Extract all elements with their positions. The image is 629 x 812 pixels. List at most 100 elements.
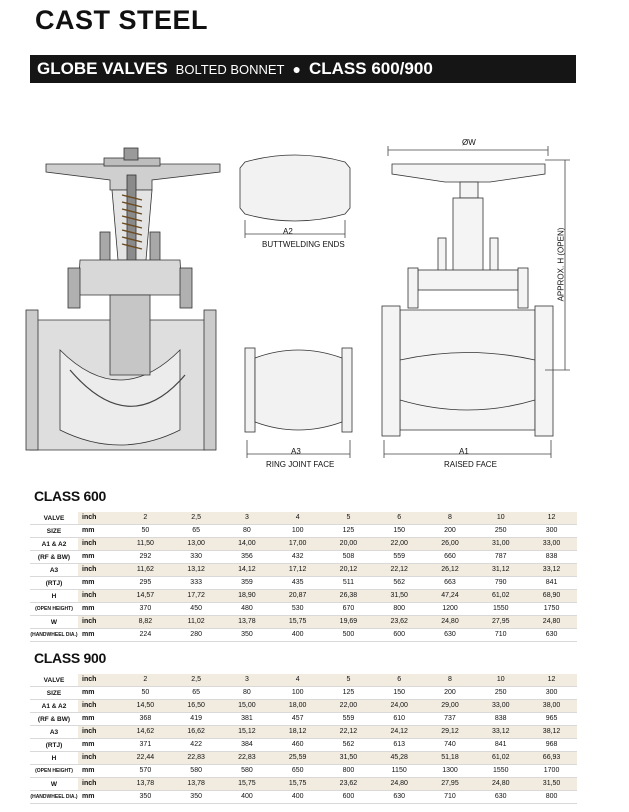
table-cell: 80	[221, 524, 273, 538]
table-cell: 14,57	[120, 589, 171, 603]
table-cell: 559	[373, 550, 425, 564]
table-cell: 100	[272, 686, 324, 700]
table-cell: 1550	[475, 602, 527, 616]
table-cell: 23,62	[323, 777, 374, 791]
table-cell: 371	[120, 738, 171, 752]
table-cell: 400	[221, 790, 273, 804]
table-cell: 18,00	[272, 699, 324, 713]
table-cell: 8	[424, 674, 476, 687]
table-cell: 838	[475, 712, 527, 726]
table-cell: 508	[323, 550, 374, 564]
table-cell: 20,87	[272, 589, 324, 603]
table-cell: 13,12	[170, 563, 222, 577]
table-cell: 18,12	[272, 725, 324, 739]
row-unit: inch	[78, 563, 120, 577]
technical-drawings: A2 BUTTWELDING ENDS A3 RING JOINT FACE A…	[0, 120, 629, 470]
table-cell: 384	[221, 738, 273, 752]
table-cell: 31,50	[323, 751, 374, 765]
table-cell: 14,00	[221, 537, 273, 551]
table-cell: 500	[323, 628, 374, 642]
table-cell: 530	[272, 602, 324, 616]
row-label: A1 & A2	[30, 699, 78, 713]
table-cell: 570	[120, 764, 171, 778]
product-banner: GLOBE VALVES BOLTED BONNET ● CLASS 600/9…	[30, 55, 576, 83]
table-cell: 300	[526, 686, 577, 700]
row-label: SIZE	[30, 686, 78, 700]
table-cell: 968	[526, 738, 577, 752]
table-cell: 630	[475, 790, 527, 804]
row-label: (RF & BW)	[30, 712, 78, 726]
table-cell: 600	[373, 628, 425, 642]
table-cell: 11,02	[170, 615, 222, 629]
table-cell: 61,02	[475, 751, 527, 765]
row-unit: inch	[78, 725, 120, 739]
table-cell: 4	[272, 674, 324, 687]
table-cell: 27,95	[475, 615, 527, 629]
table-cell: 31,00	[475, 537, 527, 551]
table-cell: 18,90	[221, 589, 273, 603]
table-cell: 61,02	[475, 589, 527, 603]
table-cell: 841	[526, 576, 577, 590]
table-cell: 8	[424, 512, 476, 525]
table-cell: 20,00	[323, 537, 374, 551]
row-unit: mm	[78, 764, 120, 778]
table-cell: 787	[475, 550, 527, 564]
height-dimension-label: APPROX. H (OPEN)	[556, 227, 566, 302]
table-cell: 22,83	[221, 751, 273, 765]
table-cell: 31,12	[475, 563, 527, 577]
table-cell: 2	[120, 674, 171, 687]
table-cell: 13,78	[170, 777, 222, 791]
table-cell: 5	[323, 512, 374, 525]
table-cell: 419	[170, 712, 222, 726]
table-cell: 24,00	[373, 699, 425, 713]
row-label: VALVE	[30, 512, 78, 525]
row-label: (RTJ)	[30, 738, 78, 752]
table-cell: 400	[272, 790, 324, 804]
table-cell: 22,44	[120, 751, 171, 765]
table-cell: 11,50	[120, 537, 171, 551]
table-cell: 562	[323, 738, 374, 752]
table-cell: 14,12	[221, 563, 273, 577]
table-cell: 26,12	[424, 563, 476, 577]
table-cell: 422	[170, 738, 222, 752]
table-cell: 460	[272, 738, 324, 752]
banner-bullet: ●	[292, 61, 301, 77]
row-label: (HANDWHEEL DIA.)	[30, 628, 78, 642]
table-cell: 6	[373, 674, 425, 687]
table-cell: 381	[221, 712, 273, 726]
table-cell: 66,93	[526, 751, 577, 765]
table-cell: 838	[526, 550, 577, 564]
row-unit: mm	[78, 790, 120, 804]
table-cell: 1150	[373, 764, 425, 778]
table-cell: 24,80	[424, 615, 476, 629]
table-cell: 432	[272, 550, 324, 564]
table-cell: 6	[373, 512, 425, 525]
table-cell: 24,80	[373, 777, 425, 791]
table-cell: 435	[272, 576, 324, 590]
row-label: (OPEN HEIGHT)	[30, 602, 78, 616]
table-cell: 38,00	[526, 699, 577, 713]
class-900-heading: CLASS 900	[34, 650, 106, 666]
table-cell: 12	[526, 512, 577, 525]
table-cell: 65	[170, 524, 222, 538]
table-cell: 20,12	[323, 563, 374, 577]
table-cell: 630	[526, 628, 577, 642]
row-unit: mm	[78, 576, 120, 590]
table-cell: 29,12	[424, 725, 476, 739]
table-cell: 2	[120, 512, 171, 525]
table-cell: 224	[120, 628, 171, 642]
table-cell: 33,00	[526, 537, 577, 551]
row-label: VALVE	[30, 674, 78, 687]
table-cell: 100	[272, 524, 324, 538]
